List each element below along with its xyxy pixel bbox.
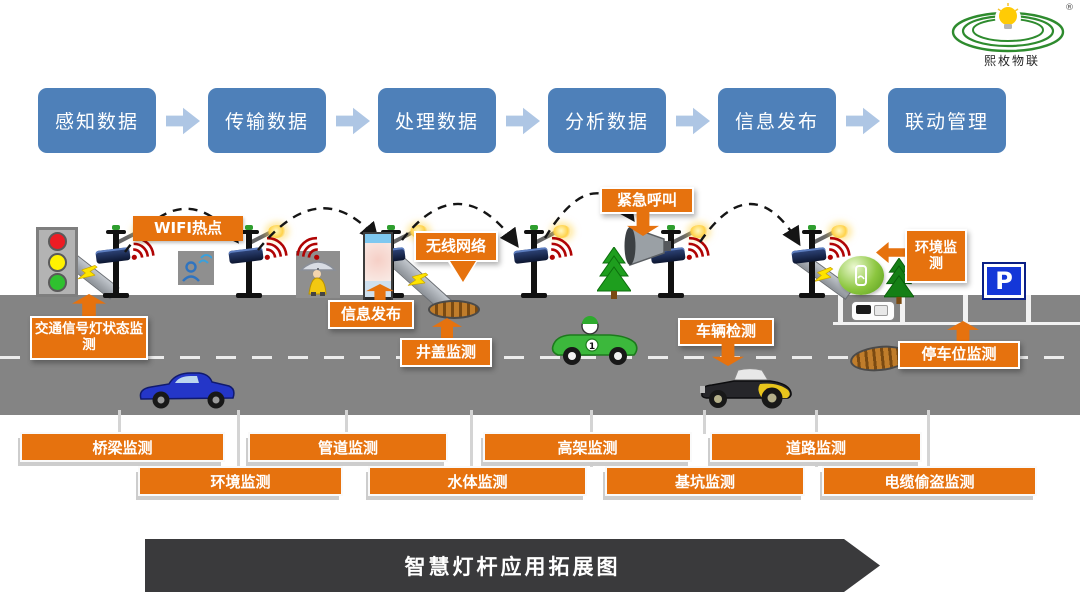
parking-stall-line [838,295,843,323]
pole-mast [531,232,537,295]
pole-sensor-cap [667,225,675,230]
pole-sensor-cap [245,225,253,230]
connector-line [118,410,121,434]
flow-step-5: 信息发布 [718,88,836,153]
traffic-light-red [47,231,67,251]
data-link-ramp [793,251,854,300]
pole-base [658,293,684,298]
light-bulb-icon [997,3,1019,29]
monitor-bar-foundation-pit: 基坑监测 [605,466,805,496]
race-car-icon: 1 [551,316,638,365]
manhole-cover-icon [428,300,480,319]
pedestrian-wifi-icon [178,251,214,285]
bottom-banner: 智慧灯杆应用拓展图 [145,539,880,592]
pole-mast [809,232,815,295]
pole-base [799,293,825,298]
street-lamp-icon [831,225,849,238]
flow-arrow-icon [166,107,200,135]
parking-sign: P [982,262,1026,300]
pole-sensor-cap [387,225,395,230]
monitor-bar-viaduct: 高架监测 [483,432,692,462]
connector-line [237,410,240,467]
pole-sensor-cap [530,225,538,230]
parking-stall-line [963,295,968,323]
wifi-signal-icon [686,236,710,260]
pole-mast [668,232,674,295]
tree-icon [597,247,631,299]
connector-line [470,410,473,467]
flow-step-1: 感知数据 [38,88,156,153]
pole-base [103,293,129,298]
parked-car-icon [851,301,895,321]
manhole-monitor-label: 井盖监测 [400,338,492,367]
registered-mark: ® [1065,3,1074,13]
traffic-light-green [47,273,67,293]
pole-mast [246,232,252,295]
parking-monitor-label: 停车位监测 [898,341,1020,369]
logo-rings-icon [951,3,1065,53]
lamp-post-6 [752,225,872,300]
env-sensor-icon [838,256,884,295]
monitor-bar-cable-theft: 电缆偷盗监测 [822,466,1037,496]
pole-mast [113,232,119,295]
monitor-bar-bridge: 桥梁监测 [20,432,225,462]
race-car-number: 1 [589,342,595,352]
data-link-ramp [382,247,454,314]
parked-car-body [874,305,888,316]
traffic-light-yellow [47,252,67,272]
hotrod-car-icon [700,367,792,409]
flow-step-3: 处理数据 [378,88,496,153]
parking-stall-line [900,295,905,323]
monitor-bar-environment: 环境监测 [138,466,343,496]
environment-monitor-label: 环境监测 [905,229,967,283]
flow-step-2: 传输数据 [208,88,326,153]
data-link-ramp [56,246,120,300]
signage-header [365,234,391,243]
logo-text: 熙枚物联 [983,54,1040,68]
parking-stall-line [833,322,1080,325]
flow-arrow-icon [506,107,540,135]
callout-tail-icon [450,261,476,282]
flow-arrow-icon [676,107,710,135]
emergency-call-label: 紧急呼叫 [600,187,694,214]
blue-car-icon [139,372,235,409]
wireless-network-label: 无线网络 [414,231,498,262]
umbrella-person-icon [296,251,340,298]
parking-stall-line [1026,295,1031,323]
vehicle-detect-label: 车辆检测 [678,318,774,346]
monitor-bar-water: 水体监测 [368,466,587,496]
center-dashed-line [0,356,1080,359]
pole-base [236,293,262,298]
traffic-light-icon [36,227,78,297]
connector-line [345,410,348,434]
monitor-bar-pipeline: 管道监测 [248,432,448,462]
flow-arrow-icon [846,107,880,135]
connector-line [927,410,930,467]
wifi-hotspot-label: WIFI热点 [133,216,243,241]
info-publish-label: 信息发布 [328,300,414,329]
flow-step-4: 分析数据 [548,88,666,153]
monitor-bar-road: 道路监测 [710,432,922,462]
wifi-signal-icon [827,236,851,260]
signage-image [365,243,391,281]
traffic-light-status-label: 交通信号灯状态监测 [30,316,148,360]
company-logo: ® 熙枚物联 [948,3,1076,71]
connector-line [703,410,706,434]
flow-arrow-icon [336,107,370,135]
pole-sensor-cap [808,225,816,230]
pole-base [521,293,547,298]
flow-step-6: 联动管理 [888,88,1006,153]
parked-car-window [856,305,871,314]
pole-sensor-cap [112,225,120,230]
